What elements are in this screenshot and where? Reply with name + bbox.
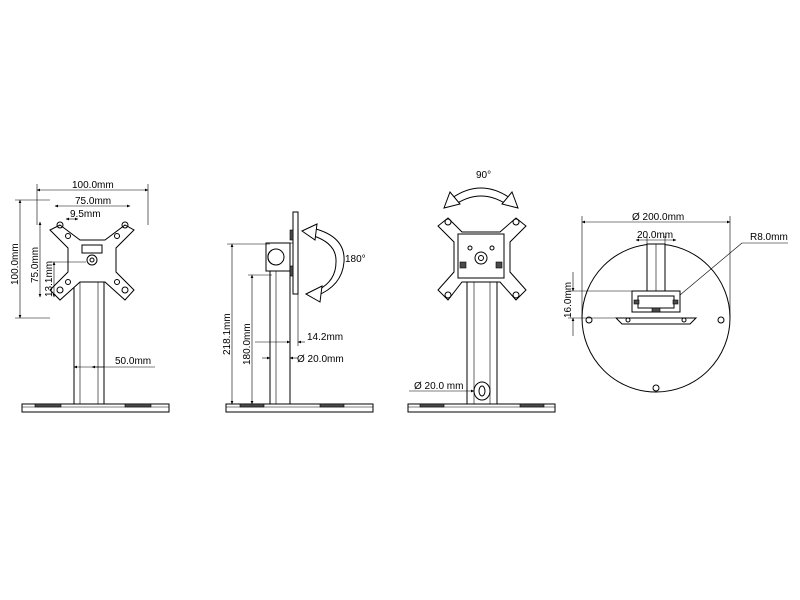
front-pitch-label: 9.5mm <box>70 209 101 220</box>
front-height-outer-label: 100.0mm <box>10 243 21 285</box>
tilt-arrow-icon <box>311 227 345 297</box>
side-plate-offset-label: 14.2mm <box>307 332 343 343</box>
base-bracket-height-label: 16.0mm <box>563 282 574 318</box>
side-pole <box>269 269 291 405</box>
front-offset-label: 13.1mm <box>44 261 55 297</box>
side-view: 180° 218.1mm 180.0mm 14.2mm Ø 20.0mm <box>222 211 374 413</box>
base-view: Ø 200.0mm 20.0mm R8.0mm 16.0mm <box>563 212 788 393</box>
front-width-outer-label: 100.0mm <box>72 180 114 191</box>
front-width-inner-label: 75.0mm <box>75 196 111 207</box>
side-pole-diameter-label: Ø 20.0mm <box>297 354 344 365</box>
base-bracket <box>614 243 698 325</box>
base-diameter-label: Ø 200.0mm <box>632 212 684 223</box>
rotation-angle-label: 90° <box>476 170 491 181</box>
side-pole-height-label: 180.0mm <box>242 323 253 365</box>
front-pole-width-label: 50.0mm <box>115 356 151 367</box>
side-base-plate <box>225 403 374 413</box>
base-radius-label: R8.0mm <box>750 232 788 243</box>
base-bracket-width-label: 20.0mm <box>637 230 673 241</box>
side-vesa-plate <box>292 211 299 295</box>
front-vesa-plate <box>49 221 135 301</box>
cable-hole-label: Ø 20.0 mm <box>414 381 463 392</box>
front-pole <box>73 281 105 405</box>
front-view: 100.0mm 75.0mm 9.5mm 100.0mm 75.0mm 13.1… <box>10 180 170 413</box>
cable-hole <box>473 381 491 401</box>
rotate-arrow-icon <box>451 187 511 205</box>
side-total-height-label: 218.1mm <box>222 313 233 355</box>
rear-view: Ø 20.0 mm 90° <box>407 170 556 413</box>
rear-vesa-plate <box>437 217 527 301</box>
tilt-angle-label: 180° <box>345 254 366 265</box>
front-height-inner-label: 75.0mm <box>30 247 41 283</box>
